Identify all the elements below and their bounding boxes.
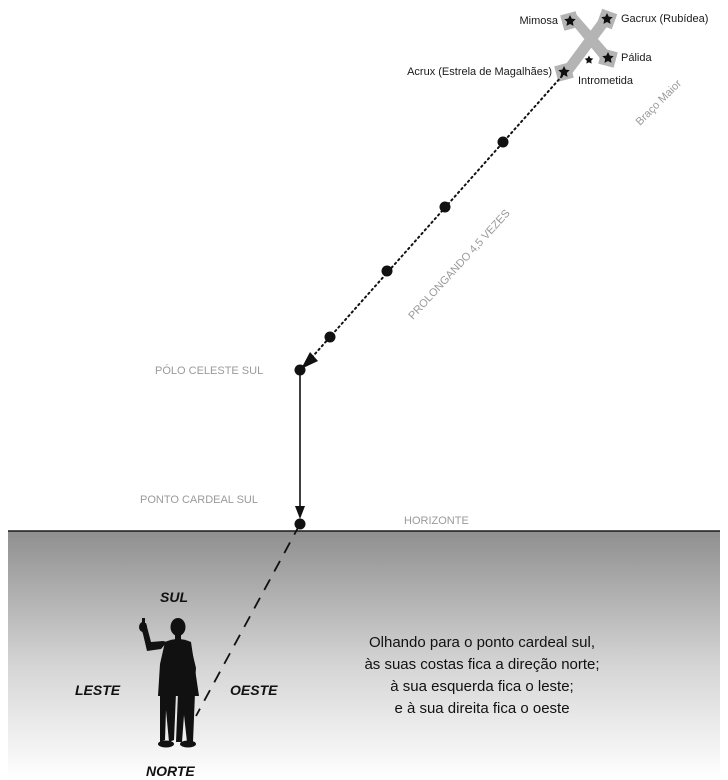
label-leste: LESTE — [75, 682, 121, 698]
label-norte: NORTE — [146, 763, 195, 779]
extension-marker — [381, 265, 393, 277]
label-sul: SUL — [160, 589, 188, 605]
description-line: e à sua direita fica o oeste — [394, 700, 569, 717]
label-mimosa: Mimosa — [519, 15, 558, 27]
label-polo-celeste-sul: PÓLO CELESTE SUL — [155, 364, 263, 377]
label-gacrux: Gacrux (Rubídea) — [621, 13, 708, 25]
label-intrometida: Intrometida — [578, 75, 634, 87]
label-oeste: OESTE — [230, 682, 278, 698]
label-braco-maior: Braço Maior — [634, 77, 685, 128]
description-line: Olhando para o ponto cardeal sul, — [369, 634, 595, 651]
label-prolongando: PROLONGANDO 4,5 VEZES — [406, 208, 512, 322]
extension-arrowhead — [301, 352, 318, 369]
dotted-extension-line — [305, 75, 563, 365]
southern-cross — [554, 8, 618, 82]
ground-area — [8, 531, 720, 780]
vertical-line-arrowhead — [295, 506, 305, 519]
label-acrux: Acrux (Estrela de Magalhães) — [407, 66, 552, 78]
extension-marker — [497, 136, 509, 148]
label-horizonte: HORIZONTE — [404, 515, 469, 527]
dashed-line-to-observer — [195, 523, 301, 717]
label-palida: Pálida — [621, 52, 652, 64]
label-ponto-cardeal-sul: PONTO CARDEAL SUL — [140, 494, 258, 506]
description-line: à sua esquerda fica o leste; — [390, 678, 573, 695]
star-icon — [584, 55, 594, 64]
cross-arm-acrux-gacrux — [560, 14, 612, 79]
extension-marker — [324, 331, 336, 343]
person-silhouette-icon — [139, 618, 199, 748]
extension-markers — [324, 136, 509, 343]
description-line: às suas costas fica a direção norte; — [364, 656, 599, 673]
description-text: Olhando para o ponto cardeal sul, às sua… — [364, 634, 599, 717]
extension-marker — [439, 201, 451, 213]
